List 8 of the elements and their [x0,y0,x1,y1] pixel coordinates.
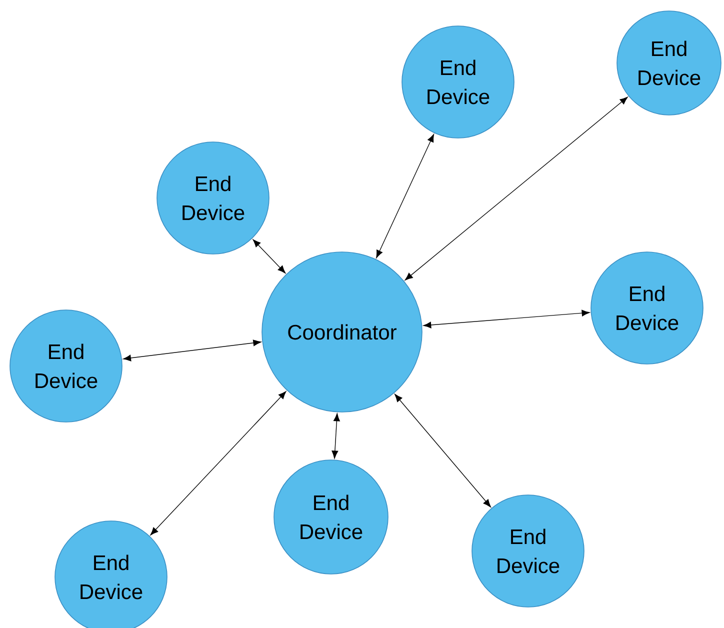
arrow [423,310,590,328]
arrow [123,340,262,362]
arrow [252,239,286,274]
arrow [150,391,286,536]
arrow [376,134,434,258]
arrow [332,413,340,459]
arrow [404,96,628,280]
arrow [394,394,491,508]
